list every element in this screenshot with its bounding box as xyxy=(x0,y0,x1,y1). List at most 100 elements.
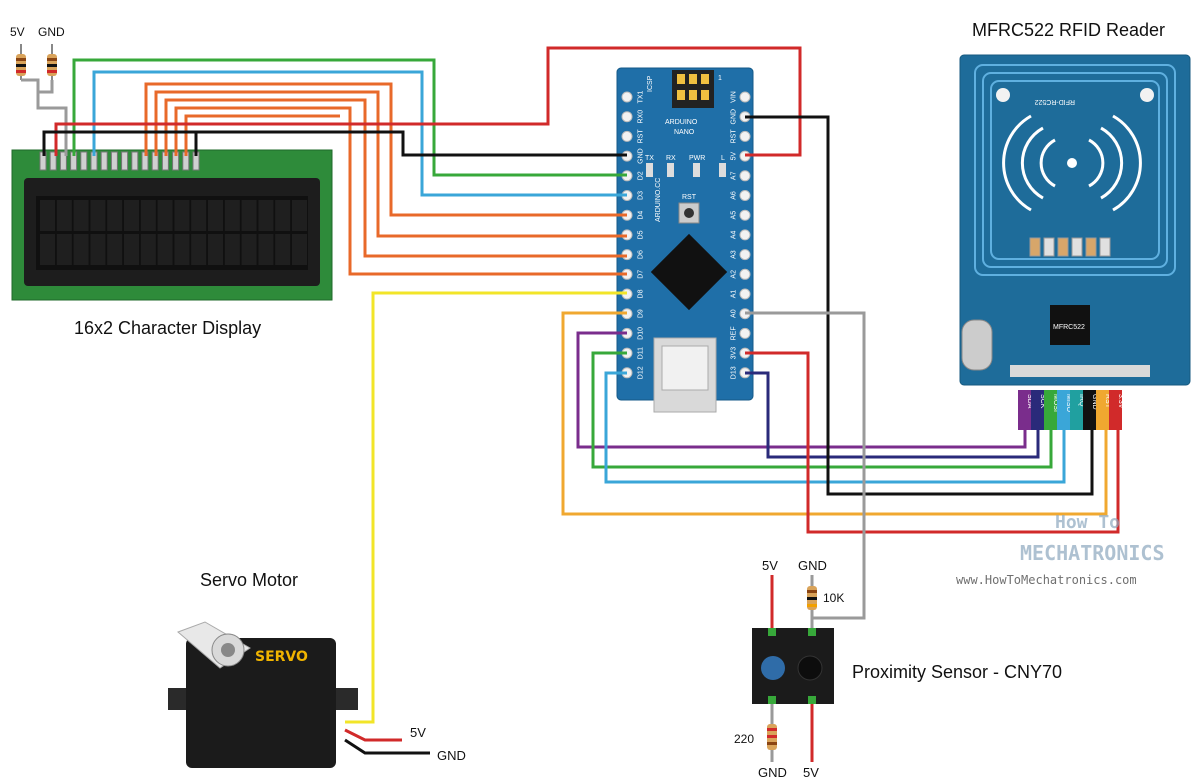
lcd-cell xyxy=(292,234,307,265)
led-l-label: L xyxy=(721,155,725,162)
rfid-capacitor xyxy=(1099,237,1111,257)
icsp-pin xyxy=(689,90,697,100)
lcd-cell xyxy=(56,234,72,265)
servo-title: Servo Motor xyxy=(200,570,298,590)
wire-lcd-orange-2 xyxy=(154,90,627,238)
rfid-pin-block xyxy=(1031,390,1044,430)
icsp-pin xyxy=(701,90,709,100)
rfid-pin-block xyxy=(1096,390,1109,430)
res-220-label: 220 xyxy=(734,732,754,746)
lcd-cell xyxy=(140,234,156,265)
watermark-url: www.HowToMechatronics.com xyxy=(956,573,1137,587)
nano-left-pin-label: RST xyxy=(638,129,645,144)
rfid-capacitor xyxy=(1029,237,1041,257)
lcd-cell xyxy=(258,200,274,231)
rfid-pin-block xyxy=(1044,390,1057,430)
wire-lcd-orange-1 xyxy=(144,82,627,217)
res-5v-label: 5V xyxy=(10,25,25,39)
nano-right-pin-label: 5V xyxy=(731,151,738,160)
nano-right-pin-hole xyxy=(739,190,751,201)
nano-left-pin-label: D3 xyxy=(638,191,645,200)
resistor-10k xyxy=(807,586,817,610)
nano-left-pin-hole xyxy=(621,111,633,123)
prox-gnd-bottom-label: GND xyxy=(758,765,787,780)
nano-right-pin-label: A4 xyxy=(731,231,738,240)
nano-right-pin-label: A3 xyxy=(731,250,738,259)
wire-lcd-red xyxy=(54,46,802,157)
nano-right-pin-hole xyxy=(739,249,751,261)
nano-right-pin-label: A0 xyxy=(731,309,738,318)
lcd-cell xyxy=(224,234,240,265)
rfid-pin-label: MOSI xyxy=(1052,394,1059,412)
nano-right-pin-hole xyxy=(739,288,751,300)
lcd-cell xyxy=(191,200,207,231)
wire-servo-yellow xyxy=(345,291,627,724)
rfid-chip-label: MFRC522 xyxy=(1053,324,1085,331)
prox-gnd-top-label: GND xyxy=(798,558,827,573)
nano-left-pin-label: D6 xyxy=(638,250,645,259)
lcd-cell xyxy=(241,234,257,265)
nano-cc: ARDUINO.CC xyxy=(655,178,662,222)
nano-right-pin-label: GND xyxy=(731,109,738,125)
servo-5v-label: 5V xyxy=(410,725,426,740)
nano-right-pin-label: D13 xyxy=(731,366,738,379)
lcd-cell xyxy=(124,200,139,231)
nano-left-pin-label: D12 xyxy=(638,366,645,379)
nano-left-pin-label: D5 xyxy=(638,230,645,239)
lcd-cell xyxy=(107,234,123,265)
lcd-header-pin xyxy=(59,151,67,171)
nano-right-pin-label: A2 xyxy=(731,270,738,279)
nano-right-pin-label: A5 xyxy=(731,211,738,220)
lcd-cell xyxy=(208,234,223,265)
nano-left-pin-label: D10 xyxy=(638,327,645,340)
lcd-cell xyxy=(275,234,291,265)
wires xyxy=(42,46,1120,762)
rfid-pin-label: IRQ xyxy=(1078,394,1085,407)
wire-rfid-miso xyxy=(604,371,1066,484)
icsp-pin xyxy=(701,74,709,84)
lcd-cell xyxy=(157,200,173,231)
nano-right-pin-hole xyxy=(739,229,751,241)
rfid-title: MFRC522 RFID Reader xyxy=(972,20,1165,40)
lcd-cell xyxy=(90,234,106,265)
lcd-cell xyxy=(73,200,89,231)
nano-left-pin-label: D8 xyxy=(638,289,645,298)
rfid-pin-label: MISO xyxy=(1065,394,1072,412)
lcd-cell xyxy=(224,200,240,231)
lcd-cell xyxy=(191,234,207,265)
cny70-sensor xyxy=(752,628,834,704)
lcd-cell xyxy=(140,200,156,231)
nano-model: NANO xyxy=(674,129,695,136)
prox-5v-top-label: 5V xyxy=(762,558,778,573)
rfid-capacitor xyxy=(1043,237,1055,257)
watermark-a: How To xyxy=(1055,512,1120,533)
led-rx-label: RX xyxy=(666,155,676,162)
res-gnd-label: GND xyxy=(38,25,65,39)
servo-gnd-label: GND xyxy=(437,748,466,763)
nano-right-pin-hole xyxy=(739,91,751,103)
res-10k-label: 10K xyxy=(823,591,844,605)
nano-right-pin-label: A1 xyxy=(731,290,738,299)
lcd-cell xyxy=(241,200,257,231)
wire-rfid-sck xyxy=(745,371,1040,459)
lcd-header-pin xyxy=(49,151,57,171)
lcd-title: 16x2 Character Display xyxy=(74,318,261,338)
rfid-capacitor xyxy=(1057,237,1069,257)
lcd-cell xyxy=(275,200,291,231)
resistor-gnd xyxy=(47,44,57,80)
servo-motor: SERVO xyxy=(168,621,358,768)
nano-left-pin-hole xyxy=(621,91,633,103)
watermark: How To MECHATRONICS www.HowToMechatronic… xyxy=(956,512,1165,587)
nano-left-pin-label: D11 xyxy=(638,347,645,359)
nano-right-pin-label: VIN xyxy=(731,91,738,103)
nano-left-pin-hole xyxy=(621,130,633,142)
wire-rfid-rst xyxy=(561,311,1108,516)
nano-left-pin-label: GND xyxy=(638,148,645,164)
wire-lcd-green xyxy=(72,58,627,177)
lcd-cell xyxy=(174,200,190,231)
icsp-one: 1 xyxy=(718,75,722,82)
lcd-cell xyxy=(73,234,89,265)
led-tx-label: TX xyxy=(645,155,654,162)
rfid-capacitor xyxy=(1085,237,1097,257)
